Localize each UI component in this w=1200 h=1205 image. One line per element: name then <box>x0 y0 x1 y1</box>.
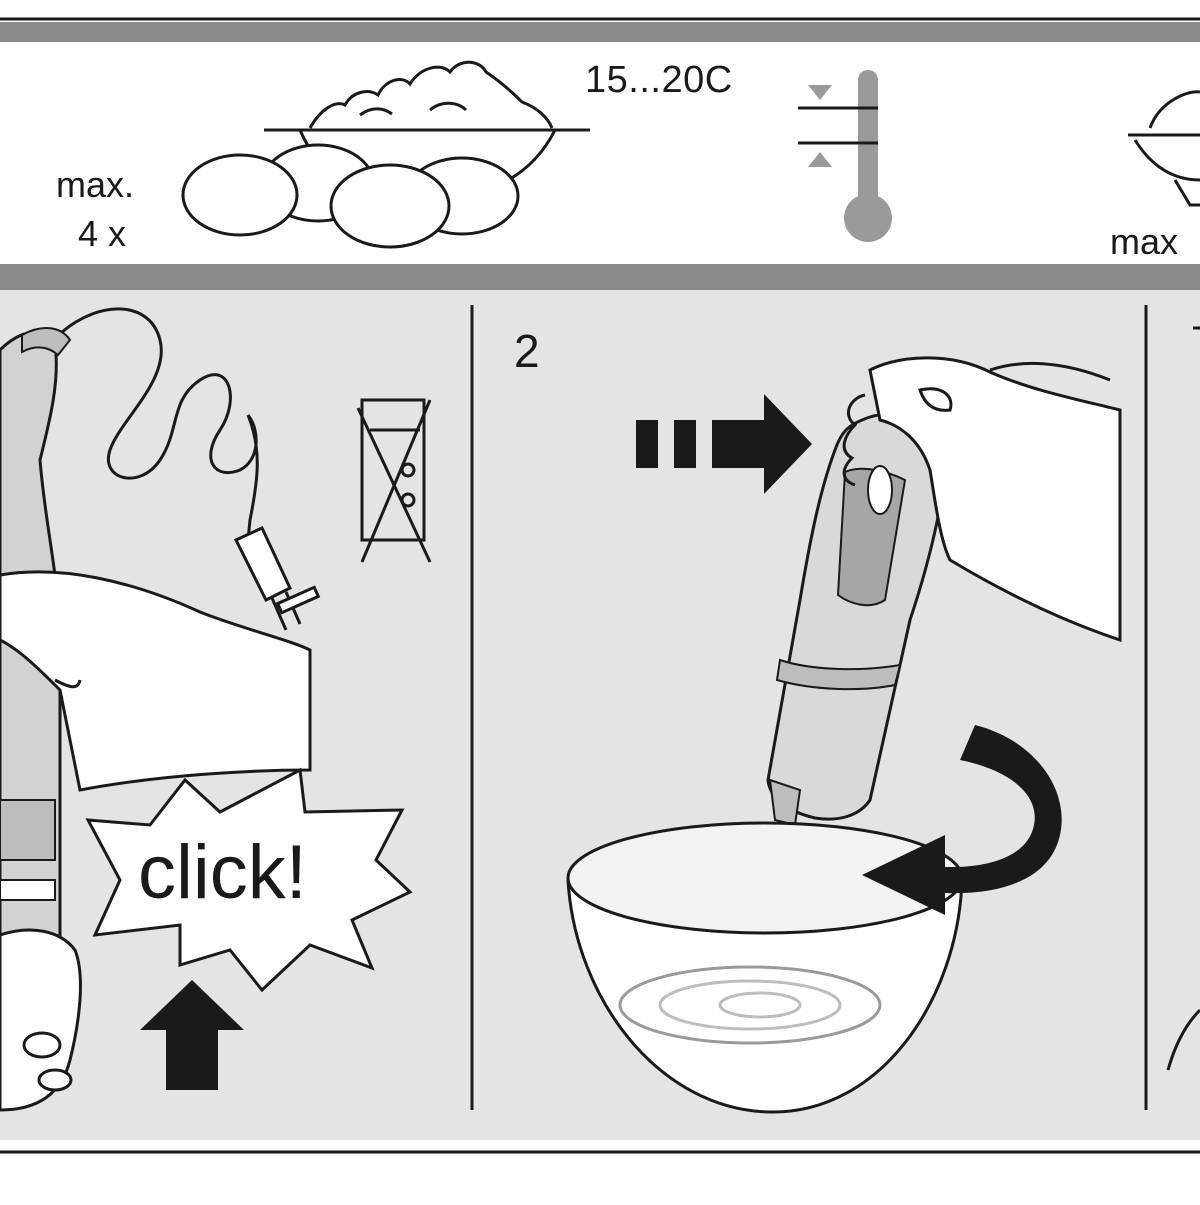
thermometer-icon <box>798 70 892 242</box>
top-margin <box>0 0 1200 18</box>
temperature-range-label: 15...20C <box>585 59 733 101</box>
power-cable <box>61 307 259 541</box>
bottom-gap <box>0 1140 1200 1150</box>
push-arrow-icon <box>636 394 812 494</box>
right-max-label: max <box>1110 221 1179 262</box>
bowl-icon <box>1128 90 1200 207</box>
egg-quantity-label-max: max. <box>56 164 135 205</box>
step-3-partial-illustration <box>1166 326 1200 1071</box>
header-bottom-bar <box>0 264 1200 290</box>
header-top-bar <box>0 22 1200 42</box>
click-burst-text: click! <box>138 830 307 915</box>
hand-holding-blender <box>0 570 312 792</box>
click-burst-shape <box>85 767 413 993</box>
bowl-icon <box>566 821 964 1114</box>
egg-quantity-label-count: 4 x <box>78 213 127 254</box>
hand-holding-blender <box>842 356 1122 643</box>
rotation-arrow-icon <box>862 725 1062 915</box>
no-dishwasher-icon <box>356 398 432 563</box>
eggs-icon <box>181 143 520 249</box>
power-plug-icon <box>233 526 321 631</box>
push-arrow-icon <box>140 980 244 1090</box>
bottom-margin <box>0 1155 1200 1200</box>
lower-hand <box>0 928 82 1112</box>
step-number-2: 2 <box>514 325 540 377</box>
